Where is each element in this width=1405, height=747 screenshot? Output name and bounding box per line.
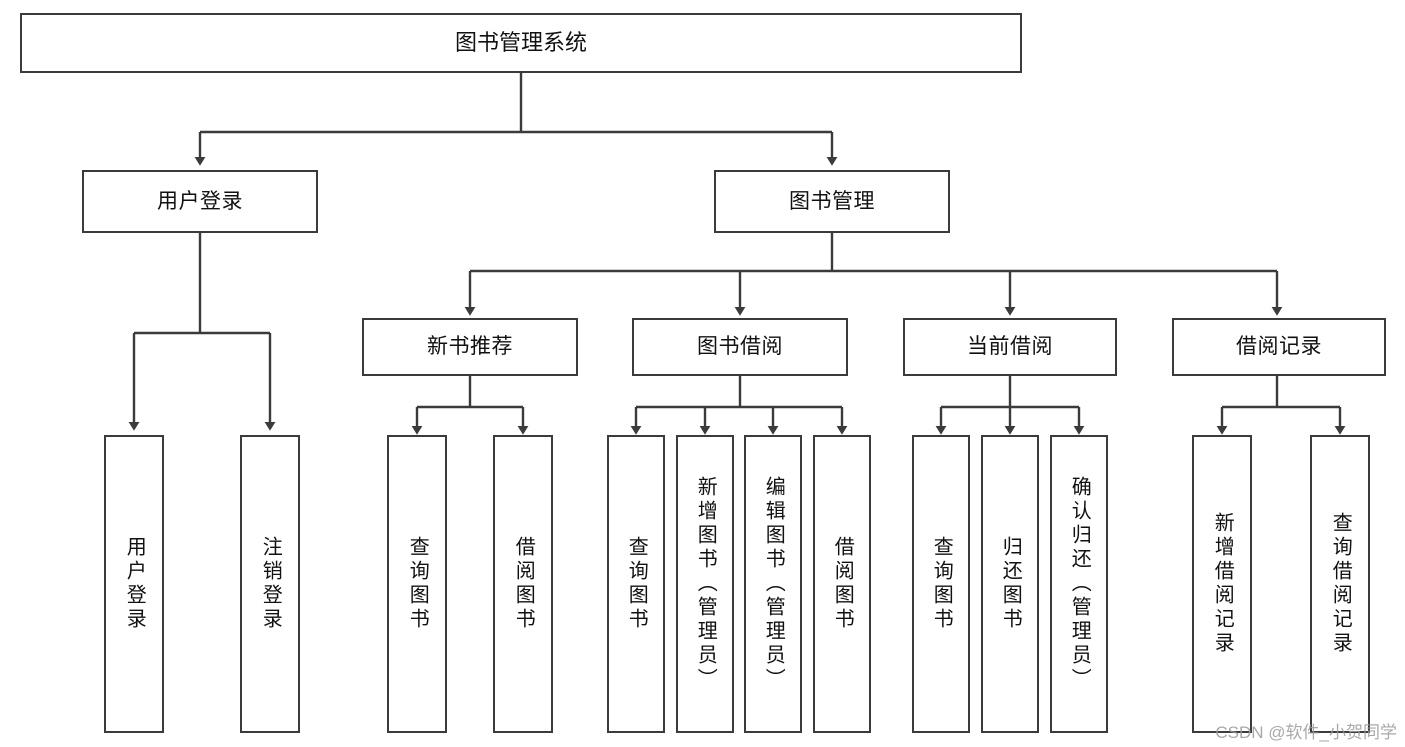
node-label: 查询借阅记录 <box>1329 512 1352 656</box>
leaf-query-book-borrow[interactable]: 查询图书 <box>607 435 665 733</box>
leaf-query-book-current[interactable]: 查询图书 <box>912 435 970 733</box>
node-user-login[interactable]: 用户登录 <box>82 170 318 233</box>
node-label: 用户登录 <box>123 536 146 632</box>
node-root-system[interactable]: 图书管理系统 <box>20 13 1022 73</box>
leaf-add-book-admin[interactable]: 新增图书（管理员） <box>676 435 734 733</box>
node-label: 图书管理系统 <box>454 29 587 55</box>
node-book-management[interactable]: 图书管理 <box>714 170 950 233</box>
leaf-borrow-book-newbook[interactable]: 借阅图书 <box>493 435 553 733</box>
node-label: 新增图书（管理员） <box>694 476 717 692</box>
node-current-borrow[interactable]: 当前借阅 <box>903 318 1117 376</box>
leaf-query-book-newbook[interactable]: 查询图书 <box>387 435 447 733</box>
leaf-user-login[interactable]: 用户登录 <box>104 435 164 733</box>
node-label: 查询图书 <box>406 536 429 632</box>
node-label: 图书管理 <box>789 189 875 213</box>
node-label: 编辑图书（管理员） <box>762 476 785 692</box>
node-label: 借阅图书 <box>831 536 854 632</box>
leaf-add-borrow-record[interactable]: 新增借阅记录 <box>1192 435 1252 733</box>
leaf-borrow-book[interactable]: 借阅图书 <box>813 435 871 733</box>
node-label: 借阅图书 <box>512 536 535 632</box>
node-borrow-records[interactable]: 借阅记录 <box>1172 318 1386 376</box>
leaf-confirm-return-admin[interactable]: 确认归还（管理员） <box>1050 435 1108 733</box>
node-label: 确认归还（管理员） <box>1068 476 1091 692</box>
node-label: 查询图书 <box>625 536 648 632</box>
node-label: 借阅记录 <box>1236 335 1322 359</box>
node-label: 新增借阅记录 <box>1211 512 1234 656</box>
node-label: 图书借阅 <box>697 335 783 359</box>
leaf-query-borrow-record[interactable]: 查询借阅记录 <box>1310 435 1370 733</box>
node-book-borrow[interactable]: 图书借阅 <box>632 318 848 376</box>
node-label: 注销登录 <box>259 536 282 632</box>
leaf-edit-book-admin[interactable]: 编辑图书（管理员） <box>744 435 802 733</box>
node-label: 用户登录 <box>157 189 243 213</box>
watermark-text: CSDN @软件_小贺同学 <box>1215 723 1397 742</box>
node-label: 新书推荐 <box>427 335 513 359</box>
node-label: 查询图书 <box>930 536 953 632</box>
leaf-return-book[interactable]: 归还图书 <box>981 435 1039 733</box>
leaf-logout-login[interactable]: 注销登录 <box>240 435 300 733</box>
node-label: 当前借阅 <box>967 335 1053 359</box>
node-label: 归还图书 <box>999 536 1022 632</box>
node-new-book-recommend[interactable]: 新书推荐 <box>362 318 578 376</box>
